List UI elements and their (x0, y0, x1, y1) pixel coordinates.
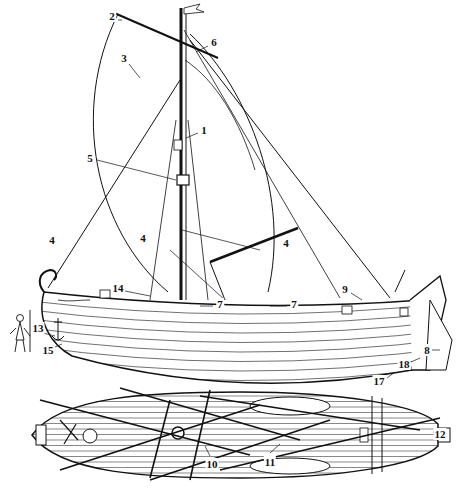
callout-number: 8 (423, 344, 431, 356)
callout-number: 4 (48, 234, 56, 246)
callout-number: 7 (216, 298, 224, 310)
callout-number: 4 (139, 232, 147, 244)
callout-number: 3 (120, 52, 128, 64)
callout-number: 5 (86, 152, 94, 164)
callout-number: 18 (398, 358, 411, 370)
callout-number: 9 (341, 283, 349, 295)
callout-number: 1 (200, 124, 208, 136)
callout-number: 12 (434, 428, 447, 440)
callout-number: 7 (290, 298, 298, 310)
callout-number: 6 (210, 36, 218, 48)
callout-number: 11 (264, 456, 276, 468)
callout-number: 14 (112, 282, 125, 294)
callout-number: 15 (42, 344, 55, 356)
callout-number: 4 (282, 237, 290, 249)
callout-number: 17 (373, 375, 386, 387)
callout-number: 10 (206, 458, 219, 470)
callout-number: 13 (32, 322, 45, 334)
callout-number: 2 (108, 10, 116, 22)
